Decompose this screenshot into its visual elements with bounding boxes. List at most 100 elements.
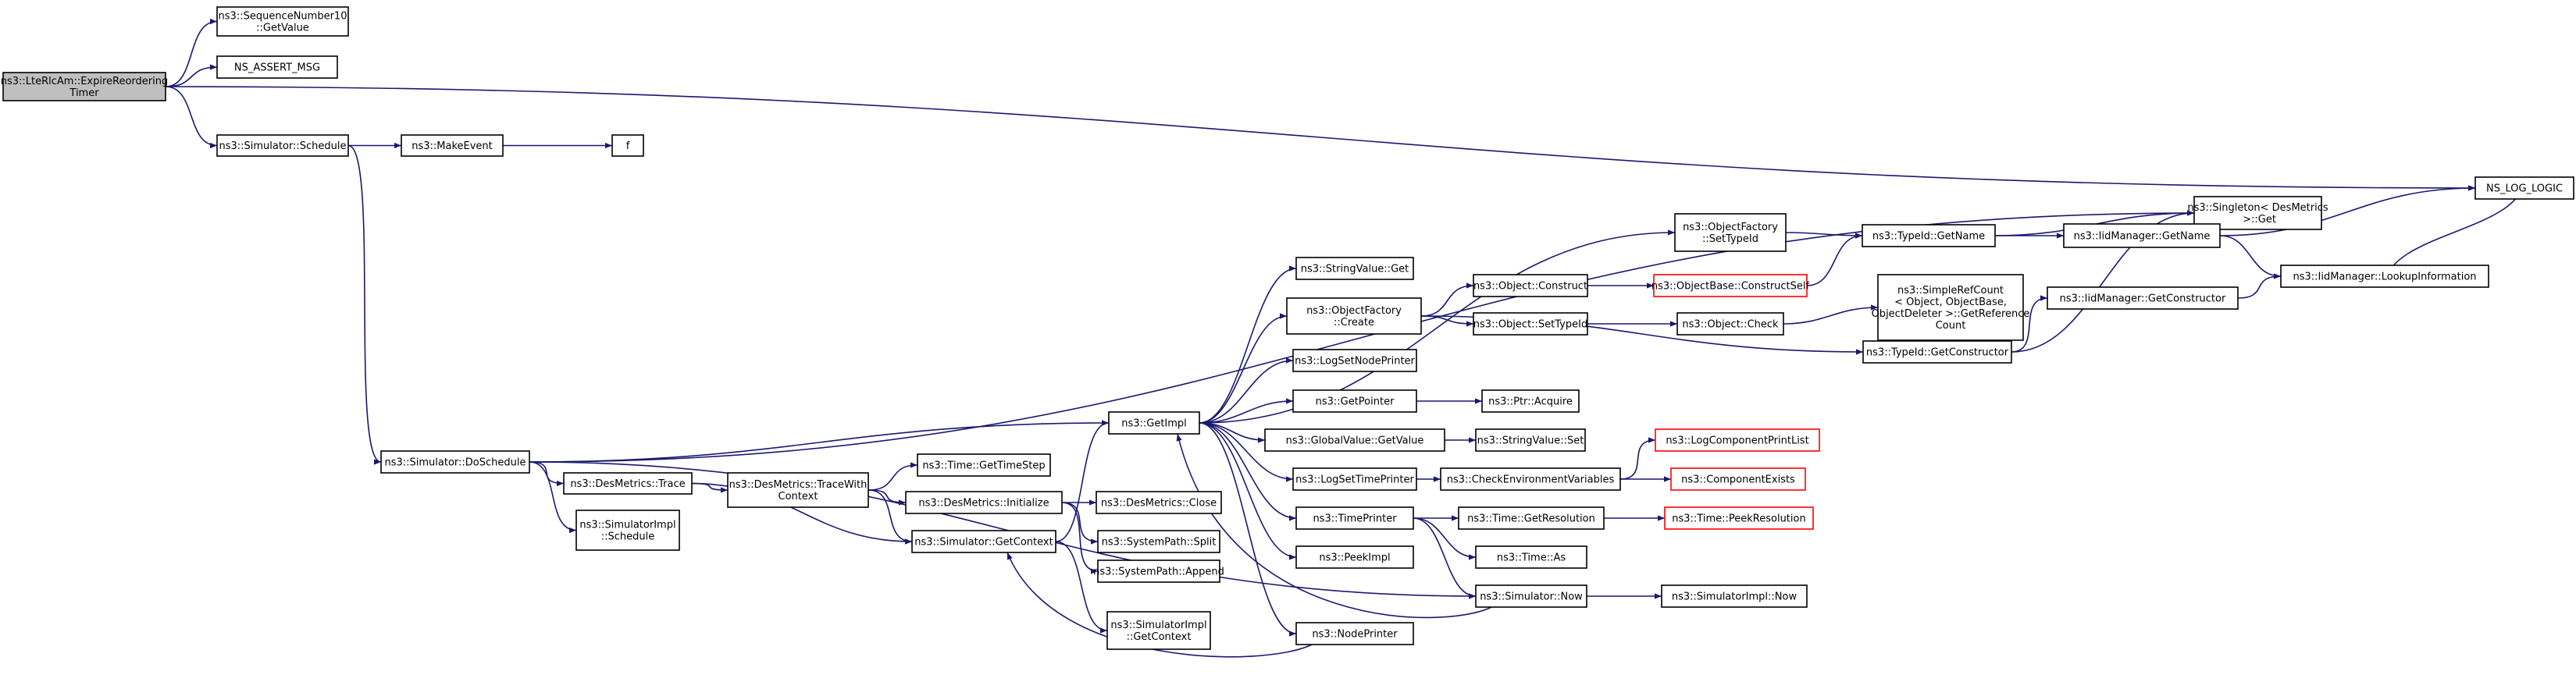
edge-getimpl-to-nodeprinter	[1199, 422, 1297, 637]
node-logcomplist[interactable]: ns3::LogComponentPrintList	[1655, 428, 1820, 452]
node-split[interactable]: ns3::SystemPath::Split	[1097, 530, 1220, 553]
node-box	[563, 472, 693, 495]
node-label: NS_LOG_LOGIC	[2486, 183, 2563, 195]
node-label: ns3::GetPointer	[1316, 396, 1395, 408]
node-append[interactable]: ns3::SystemPath::Append	[1093, 559, 1224, 583]
node-timeprinter[interactable]: ns3::TimePrinter	[1295, 506, 1414, 530]
node-box	[1475, 428, 1586, 452]
node-simimplgetcontext[interactable]: ns3::SimulatorImpl::GetContext	[1106, 611, 1211, 650]
node-box	[216, 134, 349, 157]
node-nodeprinter[interactable]: ns3::NodePrinter	[1295, 622, 1414, 645]
node-seqget[interactable]: ns3::SequenceNumber10::GetValue	[216, 6, 349, 37]
node-logsetnode[interactable]: ns3::LogSetNodePrinter	[1292, 349, 1417, 372]
node-box	[1440, 467, 1621, 491]
node-box	[905, 491, 1063, 514]
node-simplerefcount[interactable]: ns3::SimpleRefCount< Object, ObjectBase,…	[1872, 274, 2030, 341]
node-stringvalueget[interactable]: ns3::StringValue::Get	[1295, 257, 1414, 280]
node-label: Context	[779, 491, 818, 503]
node-simimplschedule[interactable]: ns3::SimulatorImpl::Schedule	[575, 510, 680, 551]
node-ofsettypeid[interactable]: ns3::ObjectFactory::SetTypeId	[1674, 213, 1787, 252]
node-simimplnow[interactable]: ns3::SimulatorImpl::Now	[1661, 584, 1808, 608]
node-constructself[interactable]: ns3::ObjectBase::ConstructSelf	[1651, 274, 1810, 297]
node-label: ns3::Simulator::Schedule	[219, 140, 346, 152]
node-peekimpl[interactable]: ns3::PeekImpl	[1295, 545, 1414, 569]
edge-getcontext-to-simimplgetcontext	[1055, 541, 1108, 634]
node-simschedule[interactable]: ns3::Simulator::Schedule	[216, 134, 349, 157]
node-compexists[interactable]: ns3::ComponentExists	[1670, 467, 1806, 491]
edge-timeprinter-to-timeas	[1413, 517, 1477, 560]
edge-getimpl-to-ofsettypeid	[1199, 229, 1676, 424]
node-box	[1295, 622, 1414, 645]
node-objsettypeid[interactable]: ns3::Object::SetTypeId	[1473, 312, 1588, 336]
node-destrace[interactable]: ns3::DesMetrics::Trace	[563, 472, 693, 495]
node-label: ns3::Simulator::Now	[1480, 591, 1583, 603]
node-label: ns3::IidManager::LookupInformation	[2293, 272, 2476, 283]
edge-typeidgetconstructor-to-singleton	[2011, 210, 2195, 353]
node-typeidgetname[interactable]: ns3::TypeId::GetName	[1862, 224, 1996, 247]
node-label: Count	[1936, 320, 1966, 332]
node-nsassert[interactable]: NS_ASSERT_MSG	[216, 55, 338, 79]
node-label: ns3::SimulatorImpl	[1110, 620, 1206, 631]
node-box	[1655, 428, 1820, 452]
node-gettimestep[interactable]: ns3::Time::GetTimeStep	[917, 453, 1051, 477]
node-getresolution[interactable]: ns3::Time::GetResolution	[1458, 506, 1605, 530]
node-doschedule[interactable]: ns3::Simulator::DoSchedule	[380, 450, 530, 474]
node-ofcreate[interactable]: ns3::ObjectFactory::Create	[1286, 297, 1422, 335]
node-label: ns3::DesMetrics::TraceWith	[729, 479, 868, 491]
edge-getimpl-to-peekimpl	[1199, 422, 1297, 560]
node-label: ns3::LogComponentPrintList	[1666, 435, 1808, 447]
node-label: ns3::Time::GetTimeStep	[922, 460, 1045, 472]
node-globalvalue[interactable]: ns3::GlobalValue::GetValue	[1264, 428, 1445, 452]
node-getcontext[interactable]: ns3::Simulator::GetContext	[911, 530, 1056, 553]
node-desclose[interactable]: ns3::DesMetrics::Close	[1096, 491, 1222, 514]
node-box	[1862, 224, 1996, 247]
node-box	[1475, 545, 1587, 569]
node-box	[1264, 428, 1445, 452]
node-desinit[interactable]: ns3::DesMetrics::Initialize	[905, 491, 1063, 514]
node-getpointer[interactable]: ns3::GetPointer	[1292, 389, 1417, 413]
node-box	[1295, 506, 1414, 530]
node-box	[2047, 286, 2239, 310]
node-peekresolution[interactable]: ns3::Time::PeekResolution	[1664, 506, 1814, 530]
node-label: ns3::Ptr::Acquire	[1488, 396, 1573, 408]
edge-typeidgetconstructor-to-iidgetconstructor	[2011, 295, 2048, 353]
node-box	[1097, 530, 1220, 553]
edge-timeprinter-to-simnow	[1413, 517, 1477, 599]
node-checkenv[interactable]: ns3::CheckEnvironmentVariables	[1440, 467, 1621, 491]
node-label: ns3::PeekImpl	[1319, 552, 1390, 564]
node-f[interactable]: f	[611, 134, 644, 157]
node-typeidgetconstructor[interactable]: ns3::TypeId::GetConstructor	[1862, 340, 2012, 364]
node-label: f	[626, 140, 630, 152]
node-iidlookup[interactable]: ns3::IidManager::LookupInformation	[2280, 265, 2489, 288]
node-ptracquire[interactable]: ns3::Ptr::Acquire	[1481, 389, 1580, 413]
node-objconstruct[interactable]: ns3::Object::Construct	[1473, 274, 1588, 297]
node-label: ns3::IidManager::GetName	[2074, 231, 2211, 243]
edge-checkenv-to-logcomplist	[1619, 437, 1656, 480]
edge-iidgetconstructor-to-iidlookup	[2237, 273, 2282, 299]
node-getimpl[interactable]: ns3::GetImpl	[1108, 411, 1200, 435]
node-logsettime[interactable]: ns3::LogSetTimePrinter	[1292, 467, 1417, 491]
node-nslog[interactable]: NS_LOG_LOGIC	[2474, 176, 2574, 200]
node-iidgetconstructor[interactable]: ns3::IidManager::GetConstructor	[2047, 286, 2239, 310]
node-simnow[interactable]: ns3::Simulator::Now	[1475, 584, 1587, 608]
node-label: ns3::DesMetrics::Initialize	[918, 498, 1049, 510]
node-label: ::Create	[1334, 317, 1374, 329]
node-label: ns3::MakeEvent	[412, 140, 493, 152]
node-objcheck[interactable]: ns3::Object::Check	[1676, 312, 1784, 336]
node-box	[1473, 274, 1588, 297]
edge-tracewith-to-desinit	[868, 489, 907, 506]
edge-doschedule-to-simimplschedule	[529, 461, 577, 534]
node-timeas[interactable]: ns3::Time::As	[1475, 545, 1587, 569]
node-box	[1295, 545, 1414, 569]
node-label: ns3::ObjectFactory	[1306, 305, 1402, 317]
edge-iidgetname-to-nslog	[2219, 185, 2476, 236]
node-makeevent[interactable]: ns3::MakeEvent	[401, 134, 504, 157]
edge-simschedule-to-doschedule	[347, 144, 382, 465]
node-iidgetname[interactable]: ns3::IidManager::GetName	[2063, 223, 2221, 248]
node-box	[1108, 411, 1200, 435]
node-label: ns3::Simulator::DoSchedule	[384, 457, 526, 469]
node-box	[1292, 349, 1417, 372]
node-stringvalueset[interactable]: ns3::StringValue::Set	[1475, 428, 1586, 452]
